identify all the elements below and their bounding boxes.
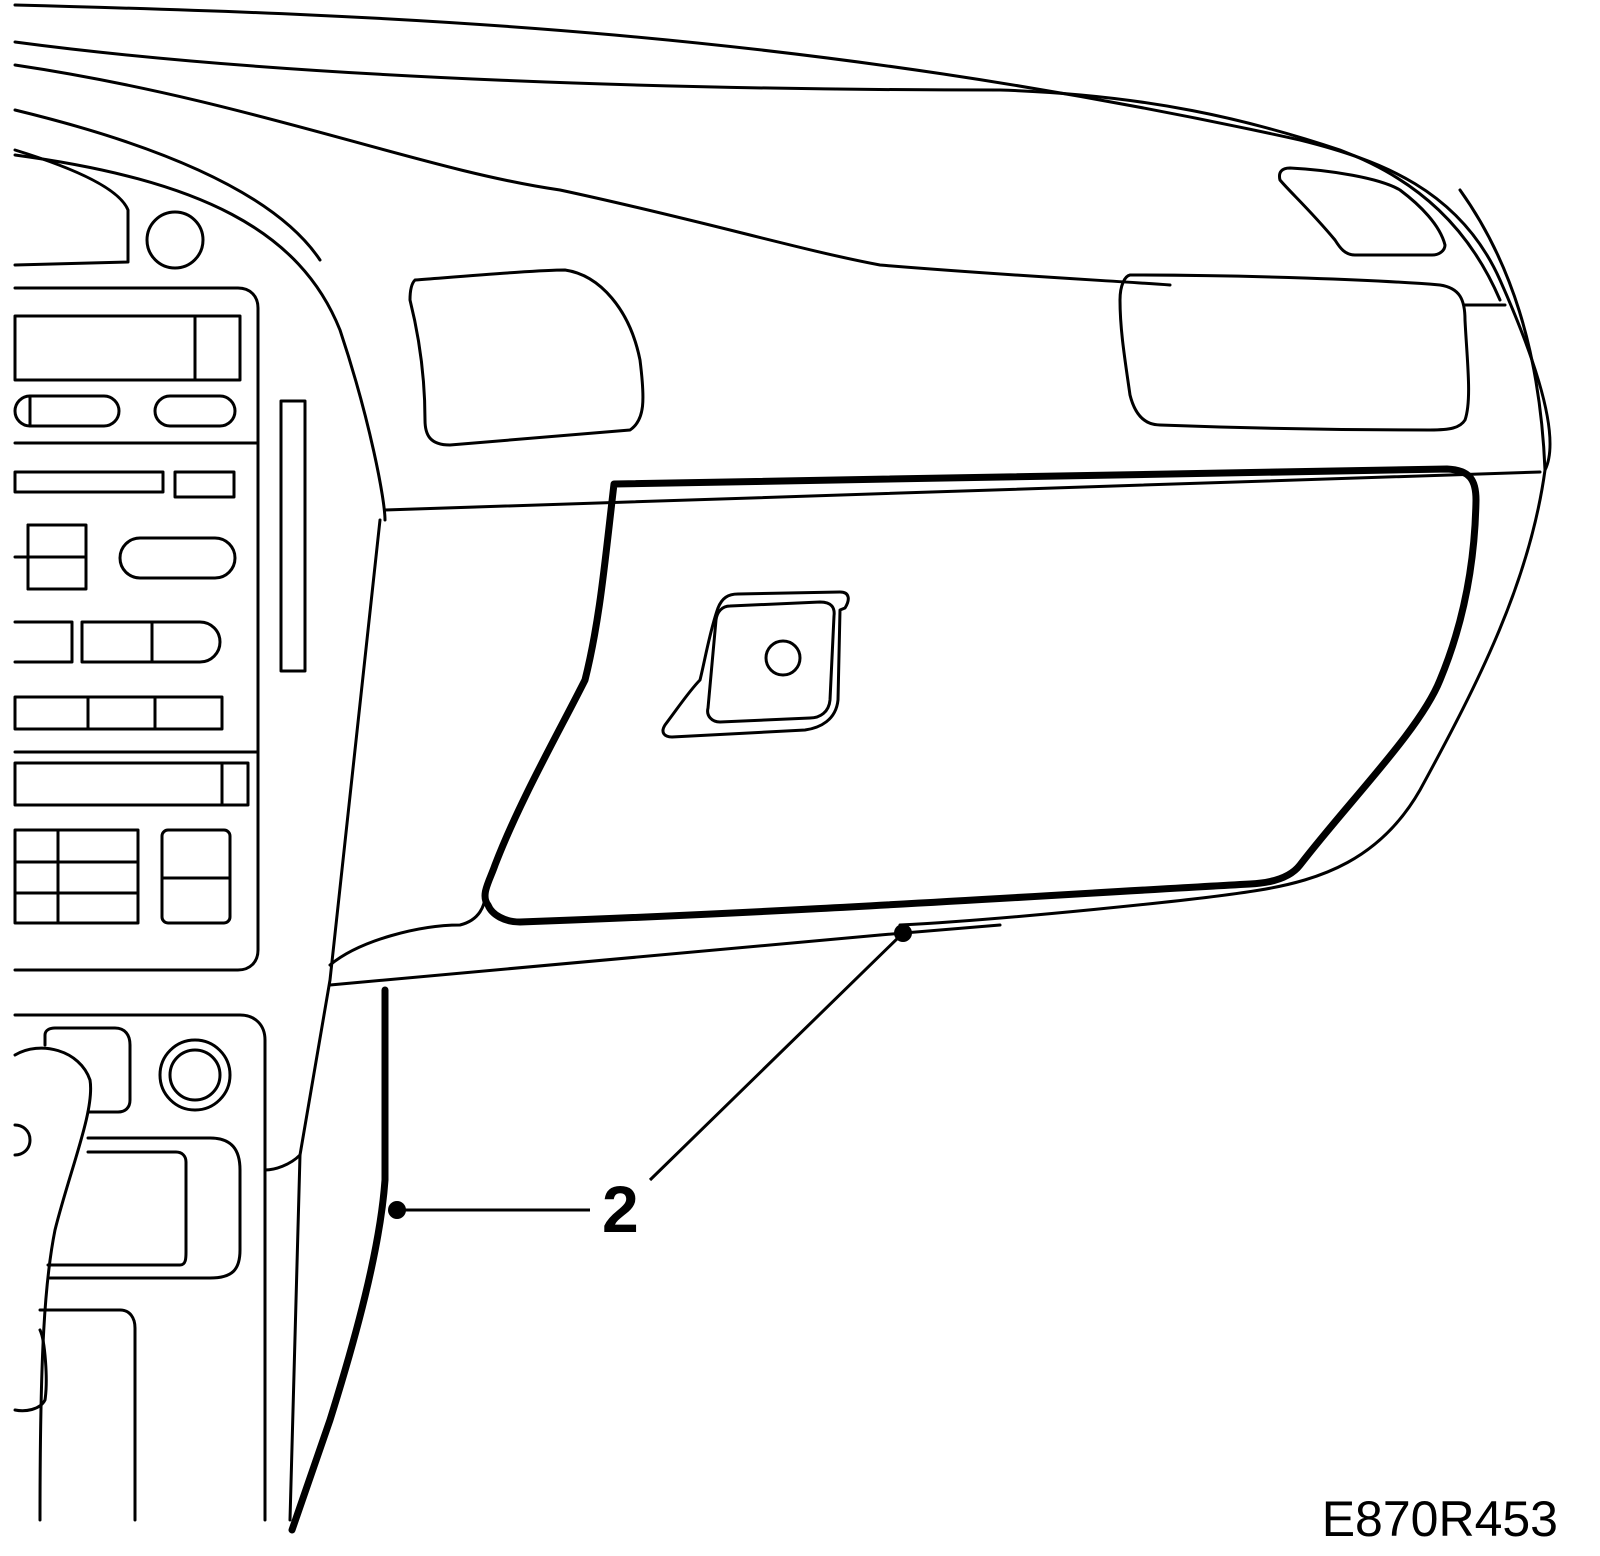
- figure-id: E870R453: [1322, 1491, 1558, 1547]
- console-side-trim: [288, 986, 389, 1534]
- left-upper-vent: [13, 148, 205, 270]
- side-air-vent: [1278, 166, 1447, 257]
- callout-leaders: [388, 924, 912, 1219]
- vertical-slot: [279, 399, 307, 673]
- callout-number: 2: [602, 1172, 639, 1246]
- lower-console: [13, 1013, 267, 1522]
- dashboard-top-outline: [13, 3, 1552, 522]
- dashboard-right-contour: [328, 468, 1547, 987]
- center-console-edge: [263, 518, 382, 1522]
- center-air-vent: [408, 268, 645, 447]
- glove-box-latch: [661, 590, 850, 739]
- right-air-vent: [1118, 273, 1471, 432]
- glove-box-outline: [481, 465, 1480, 926]
- radio-panel: [13, 286, 260, 972]
